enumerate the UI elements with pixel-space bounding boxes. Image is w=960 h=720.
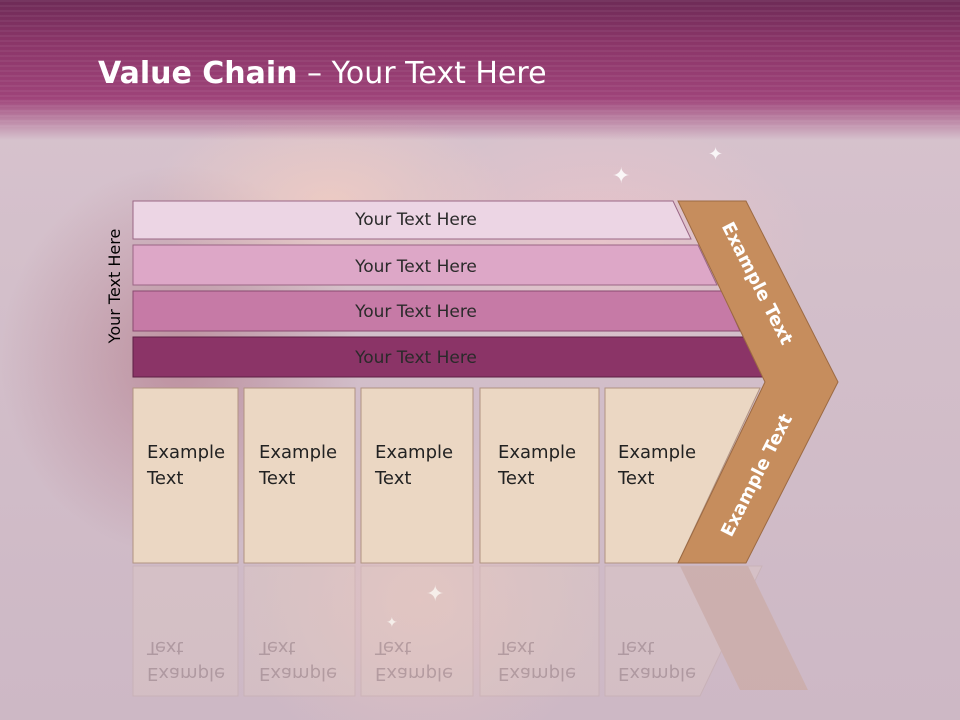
column-2-reflection: Example Text — [259, 634, 337, 686]
column-1-text: Example Text — [147, 440, 225, 492]
column-5-reflection: Example Text — [618, 634, 696, 686]
diagram-reflection — [132, 565, 808, 697]
column-4-line2: Text — [498, 468, 535, 489]
column-5-text: Example Text — [618, 440, 696, 492]
column-3-text: Example Text — [375, 440, 453, 492]
slide-title[interactable]: Value Chain – Your Text Here — [98, 54, 547, 94]
title-rest: – Your Text Here — [297, 56, 547, 91]
column-4-text: Example Text — [498, 440, 576, 492]
column-1-line2: Text — [147, 468, 184, 489]
column-4-reflection: Example Text — [498, 634, 576, 686]
reflection-line: Example — [375, 663, 454, 684]
sparkle-icon: ✦ — [708, 144, 724, 165]
sparkle-icon: ✦ — [386, 614, 398, 632]
reflection-line: Example — [259, 663, 338, 684]
column-5-line2: Text — [618, 468, 655, 489]
reflection-line: Text — [375, 637, 412, 658]
header-band — [0, 0, 960, 140]
column-3-line1: Example — [375, 442, 454, 463]
reflection-line: Text — [259, 637, 296, 658]
reflection-line: Example — [618, 663, 697, 684]
column-2[interactable] — [243, 387, 356, 564]
margin-chevron[interactable] — [677, 200, 839, 564]
column-1[interactable] — [132, 387, 239, 564]
bar-1[interactable] — [132, 200, 692, 240]
reflection-line: Example — [498, 663, 577, 684]
column-2-text: Example Text — [259, 440, 337, 492]
reflection-line: Text — [498, 637, 535, 658]
reflection-line: Example — [147, 663, 226, 684]
column-1-reflection: Example Text — [147, 634, 225, 686]
column-3[interactable] — [360, 387, 474, 564]
column-2-line2: Text — [259, 468, 296, 489]
sparkle-icon: ✦ — [426, 584, 444, 606]
bar-1-label: Your Text Here — [354, 210, 477, 230]
reflection-line: Text — [618, 637, 655, 658]
reflection-line: Text — [147, 637, 184, 658]
column-4[interactable] — [479, 387, 600, 564]
header-stripes — [0, 0, 960, 130]
bar-3-label: Your Text Here — [354, 302, 477, 322]
column-2-line1: Example — [259, 442, 338, 463]
bar-2[interactable] — [132, 244, 718, 286]
column-5-line1: Example — [618, 442, 697, 463]
sparkle-icon: ✦ — [612, 164, 631, 189]
column-1-line1: Example — [147, 442, 226, 463]
bar-4-label: Your Text Here — [354, 348, 477, 368]
bar-2-label: Your Text Here — [354, 257, 477, 277]
column-3-reflection: Example Text — [375, 634, 453, 686]
column-4-line1: Example — [498, 442, 577, 463]
column-3-line2: Text — [375, 468, 412, 489]
title-bold: Value Chain — [98, 56, 298, 91]
